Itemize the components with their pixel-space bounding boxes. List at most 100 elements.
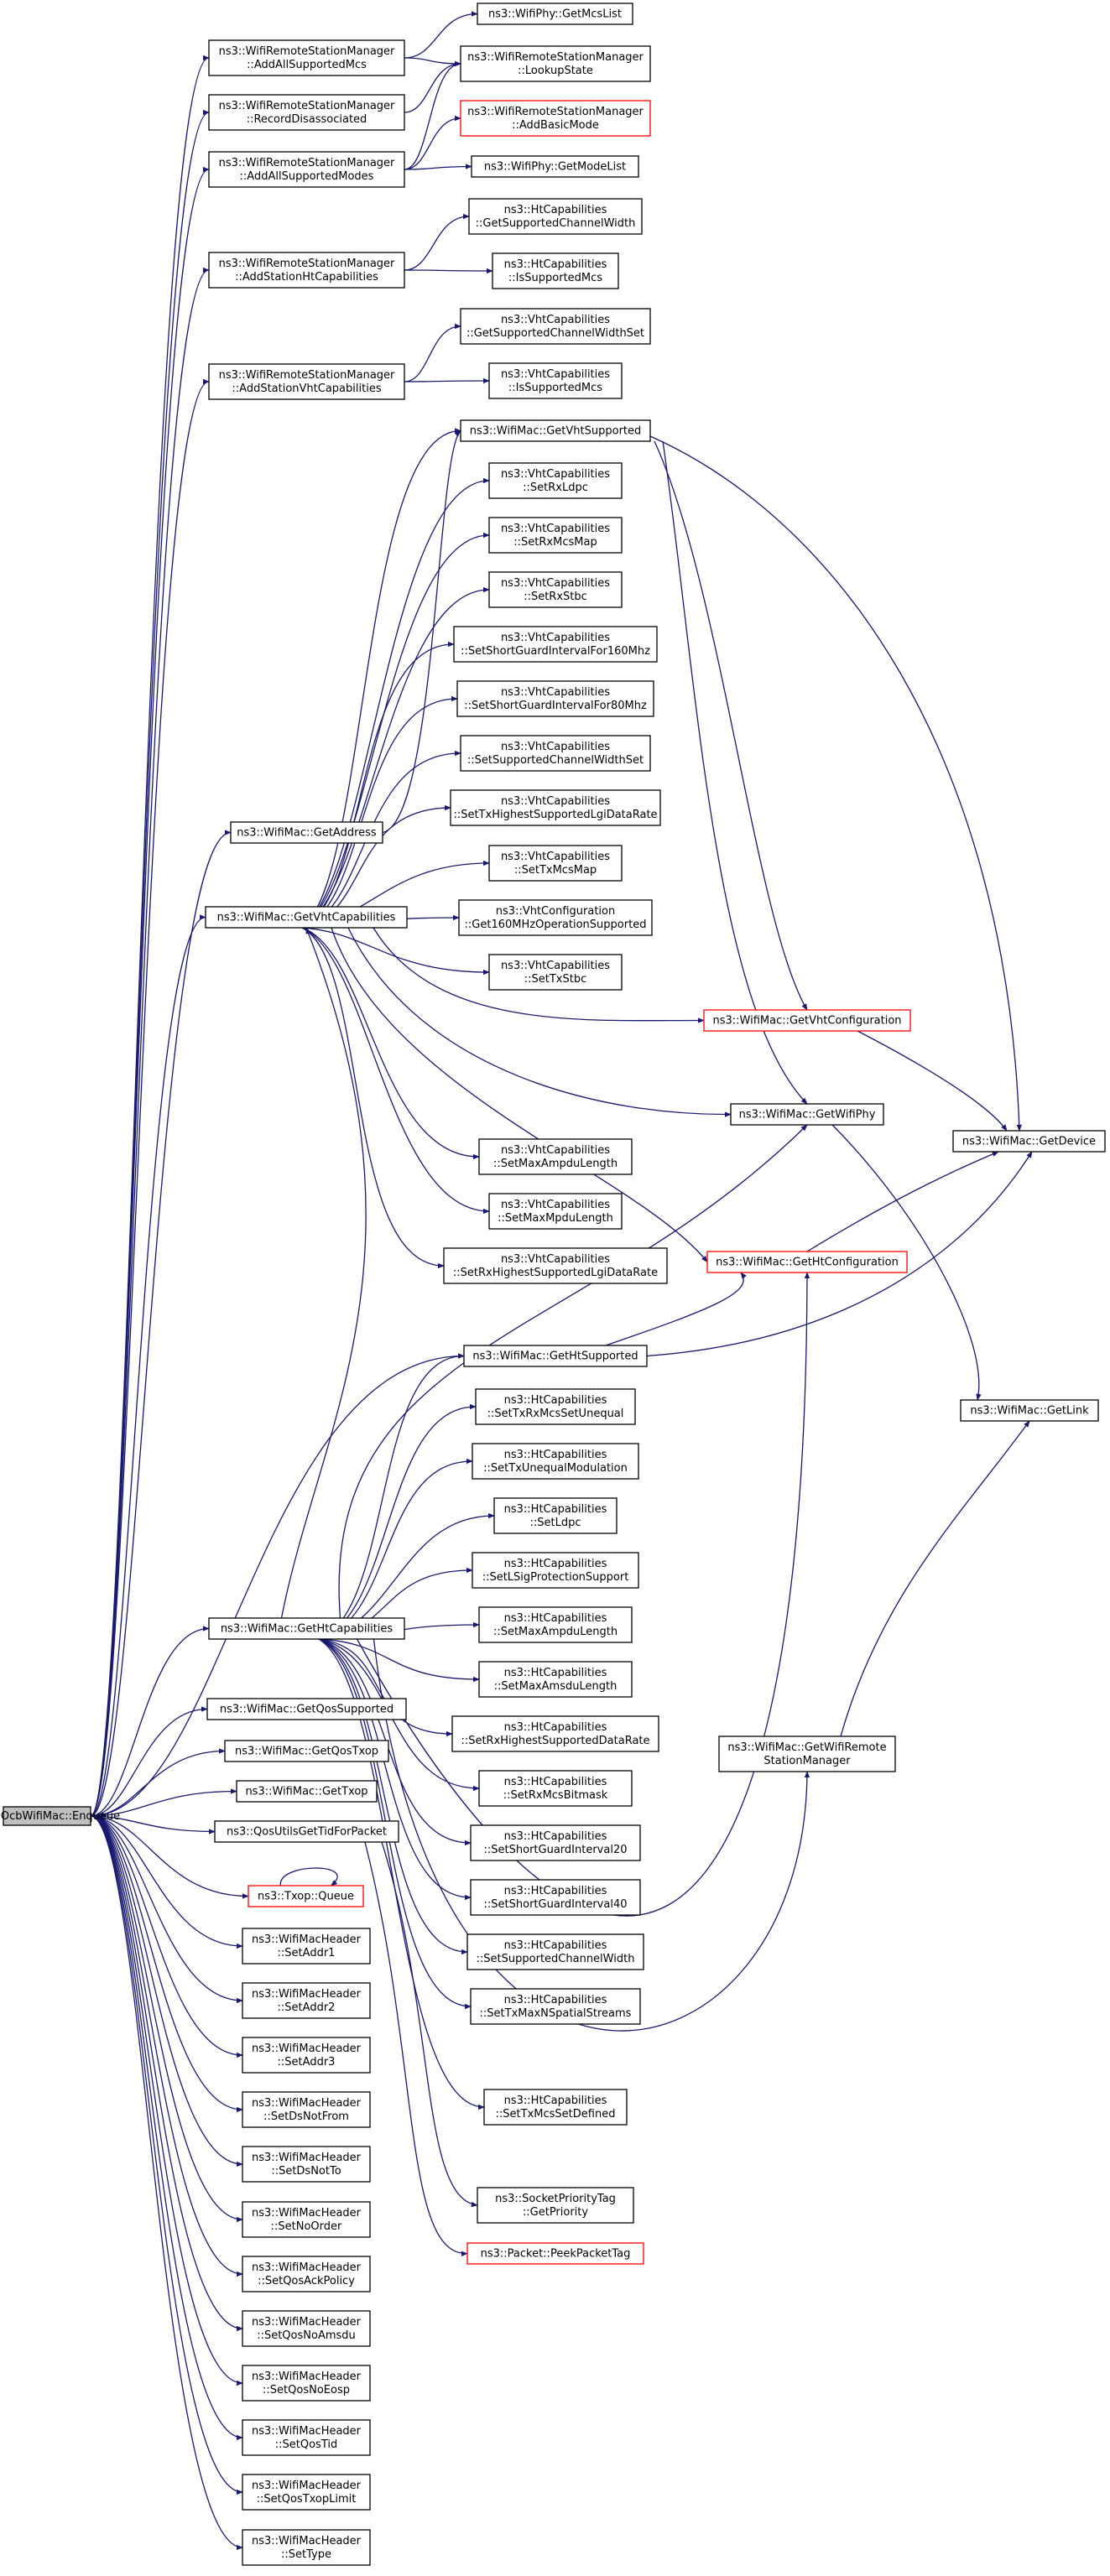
node-hSetTxRxUneq[interactable]: ns3::HtCapabilities::SetTxRxMcsSetUnequa… xyxy=(475,1388,636,1425)
node-qosTid[interactable]: ns3::QosUtilsGetTidForPacket xyxy=(214,1820,399,1843)
node-setQosTid[interactable]: ns3::WifiMacHeader::SetQosTid xyxy=(242,2419,371,2456)
node-getLink[interactable]: ns3::WifiMac::GetLink xyxy=(960,1399,1099,1422)
node-label: ::SetRxHighestSupportedLgiDataRate xyxy=(453,1267,658,1279)
node-hSetMaxAmsdu[interactable]: ns3::HtCapabilities::SetMaxAmsduLength xyxy=(478,1661,633,1698)
node-setDsNotTo[interactable]: ns3::WifiMacHeader::SetDsNotTo xyxy=(242,2146,371,2183)
node-vhtGetSupCw[interactable]: ns3::VhtCapabilities::GetSupportedChanne… xyxy=(460,308,651,345)
node-htIsSupMcs[interactable]: ns3::HtCapabilities::IsSupportedMcs xyxy=(492,252,619,289)
node-setType[interactable]: ns3::WifiMacHeader::SetType xyxy=(242,2529,371,2566)
node-vSetRxLdpc[interactable]: ns3::VhtCapabilities::SetRxLdpc xyxy=(488,462,623,499)
node-setQosAck[interactable]: ns3::WifiMacHeader::SetQosAckPolicy xyxy=(242,2256,371,2292)
node-getVhtCfg[interactable]: ns3::WifiMac::GetVhtConfiguration xyxy=(703,1009,911,1032)
node-setAddr3[interactable]: ns3::WifiMacHeader::SetAddr3 xyxy=(242,2037,371,2074)
node-getHtCaps[interactable]: ns3::WifiMac::GetHtCapabilities xyxy=(208,1617,405,1640)
node-setAddr1[interactable]: ns3::WifiMacHeader::SetAddr1 xyxy=(242,1928,371,1965)
node-vSetRxStbc[interactable]: ns3::VhtCapabilities::SetRxStbc xyxy=(488,571,623,608)
node-getMcsList[interactable]: ns3::WifiPhy::GetMcsList xyxy=(477,3,633,25)
node-htGetSupCw[interactable]: ns3::HtCapabilities::GetSupportedChannel… xyxy=(468,198,643,235)
node-label: ::SetLdpc xyxy=(529,1517,581,1529)
node-vSetSupCw[interactable]: ns3::VhtCapabilities::SetSupportedChanne… xyxy=(460,735,651,772)
node-getWrsm[interactable]: ns3::WifiMac::GetWifiRemoteStationManage… xyxy=(718,1736,896,1772)
node-vSetTxMcsMap[interactable]: ns3::VhtCapabilities::SetTxMcsMap xyxy=(488,845,623,882)
node-vSetRxHigh[interactable]: ns3::VhtCapabilities::SetRxHighestSuppor… xyxy=(443,1247,668,1284)
node-hSetSupCw[interactable]: ns3::HtCapabilities::SetSupportedChannel… xyxy=(466,1933,644,1970)
node-txopQueue[interactable]: ns3::Txop::Queue xyxy=(248,1885,364,1907)
node-getAddress[interactable]: ns3::WifiMac::GetAddress xyxy=(230,821,383,844)
node-addHt[interactable]: ns3::WifiRemoteStationManager::AddStatio… xyxy=(208,252,405,289)
node-label: ns3::VhtCapabilities xyxy=(501,523,610,535)
node-vSetTxHigh[interactable]: ns3::VhtCapabilities::SetTxHighestSuppor… xyxy=(450,789,661,826)
node-hSetTxMcsDef[interactable]: ns3::HtCapabilities::SetTxMcsSetDefined xyxy=(483,2089,628,2126)
node-getVhtCaps[interactable]: ns3::WifiMac::GetVhtCapabilities xyxy=(205,906,408,929)
node-setQosNoAmsdu[interactable]: ns3::WifiMacHeader::SetQosNoAmsdu xyxy=(242,2310,371,2347)
node-setNoOrder[interactable]: ns3::WifiMacHeader::SetNoOrder xyxy=(242,2201,371,2238)
node-hSetSgi20[interactable]: ns3::HtCapabilities::SetShortGuardInterv… xyxy=(470,1824,641,1861)
node-label: ns3::WifiRemoteStationManager xyxy=(467,51,644,64)
node-sockPrio[interactable]: ns3::SocketPriorityTag::GetPriority xyxy=(477,2187,634,2224)
edge-getVhtCaps-to-vSetRxHigh xyxy=(301,927,445,1269)
node-setQosTxop[interactable]: ns3::WifiMacHeader::SetQosTxopLimit xyxy=(242,2474,371,2511)
node-addAllMcs[interactable]: ns3::WifiRemoteStationManager::AddAllSup… xyxy=(208,39,405,76)
edge-root-to-setQosTid xyxy=(90,1815,243,2441)
edge-getWrsm-to-getLink xyxy=(840,1420,1030,1737)
edge-addAllMcs-to-getMcsList xyxy=(404,11,478,59)
node-getQosSup[interactable]: ns3::WifiMac::GetQosSupported xyxy=(206,1698,407,1720)
node-recDis[interactable]: ns3::WifiRemoteStationManager::RecordDis… xyxy=(208,94,405,131)
node-getTxop[interactable]: ns3::WifiMac::GetTxop xyxy=(236,1780,378,1803)
node-getHtCfg[interactable]: ns3::WifiMac::GetHtConfiguration xyxy=(706,1251,908,1273)
node-hSetLSig[interactable]: ns3::HtCapabilities::SetLSigProtectionSu… xyxy=(472,1552,639,1589)
node-label: ::SetShortGuardInterval20 xyxy=(484,1844,628,1856)
node-label: ::SetMaxAmsduLength xyxy=(494,1680,618,1693)
node-setAddr2[interactable]: ns3::WifiMacHeader::SetAddr2 xyxy=(242,1982,371,2019)
node-getQosTxop[interactable]: ns3::WifiMac::GetQosTxop xyxy=(224,1740,389,1762)
node-setQosNoEosp[interactable]: ns3::WifiMacHeader::SetQosNoEosp xyxy=(242,2365,371,2402)
node-vSetTxStbc[interactable]: ns3::VhtCapabilities::SetTxStbc xyxy=(488,954,623,991)
node-box xyxy=(470,1824,641,1861)
node-hSetLdpc[interactable]: ns3::HtCapabilities::SetLdpc xyxy=(493,1497,618,1534)
node-getModeList[interactable]: ns3::WifiPhy::GetModeList xyxy=(471,155,639,178)
node-label: ns3::OcbWifiMac::Enqueue xyxy=(0,1810,120,1823)
node-vSetSgi160[interactable]: ns3::VhtCapabilities::SetShortGuardInter… xyxy=(453,626,658,663)
node-hSetTxUneqMod[interactable]: ns3::HtCapabilities::SetTxUnequalModulat… xyxy=(472,1443,639,1480)
node-box xyxy=(208,363,405,400)
node-getHtSup[interactable]: ns3::WifiMac::GetHtSupported xyxy=(463,1345,648,1367)
node-box xyxy=(478,1606,633,1643)
edge-root-to-getHtSup xyxy=(90,1353,465,1817)
node-label: ::AddBasicMode xyxy=(512,119,599,132)
node-getDevice[interactable]: ns3::WifiMac::GetDevice xyxy=(952,1130,1106,1153)
node-vSetSgi80[interactable]: ns3::VhtCapabilities::SetShortGuardInter… xyxy=(456,680,654,717)
edge-recDis-to-lookupState xyxy=(404,60,461,113)
node-hSetRxMcsBm[interactable]: ns3::HtCapabilities::SetRxMcsBitmask xyxy=(478,1770,633,1807)
node-hSetRxHigh[interactable]: ns3::HtCapabilities::SetRxHighestSupport… xyxy=(451,1715,659,1752)
node-label: ns3::WifiMac::GetQosSupported xyxy=(220,1704,393,1716)
node-label: ::SetTxMcsSetDefined xyxy=(496,2108,616,2121)
node-label: ::SetShortGuardIntervalFor160Mhz xyxy=(461,645,650,658)
node-vSetRxMcsMap[interactable]: ns3::VhtCapabilities::SetRxMcsMap xyxy=(488,517,623,554)
edge-root-to-recDis xyxy=(90,109,210,1817)
node-box xyxy=(242,2365,371,2402)
node-box xyxy=(230,821,383,844)
node-label: ::SetQosAckPolicy xyxy=(258,2275,355,2287)
node-getVhtSup[interactable]: ns3::WifiMac::GetVhtSupported xyxy=(460,419,651,442)
node-addAllModes[interactable]: ns3::WifiRemoteStationManager::AddAllSup… xyxy=(208,151,405,188)
node-label: ::LookupState xyxy=(518,65,593,77)
node-lookupState[interactable]: ns3::WifiRemoteStationManager::LookupSta… xyxy=(460,45,651,82)
node-label: ns3::WifiMacHeader xyxy=(252,2097,362,2110)
edge-root-to-setAddr2 xyxy=(90,1815,243,2004)
node-vhtCfg160[interactable]: ns3::VhtConfiguration::Get160MHzOperatio… xyxy=(458,899,653,936)
node-box xyxy=(242,2091,371,2128)
node-peekTag[interactable]: ns3::Packet::PeekPacketTag xyxy=(466,2242,644,2265)
node-hSetMaxAmpdu[interactable]: ns3::HtCapabilities::SetMaxAmpduLength xyxy=(478,1606,633,1643)
node-addVht[interactable]: ns3::WifiRemoteStationManager::AddStatio… xyxy=(208,363,405,400)
node-addBasicMode[interactable]: ns3::WifiRemoteStationManager::AddBasicM… xyxy=(460,100,651,137)
node-box xyxy=(242,2146,371,2183)
node-vSetMaxAmpdu[interactable]: ns3::VhtCapabilities::SetMaxAmpduLength xyxy=(478,1138,633,1175)
node-vhtIsSupMcs[interactable]: ns3::VhtCapabilities::IsSupportedMcs xyxy=(488,362,623,399)
node-setDsNotFrom[interactable]: ns3::WifiMacHeader::SetDsNotFrom xyxy=(242,2091,371,2128)
node-hSetTxMaxNss[interactable]: ns3::HtCapabilities::SetTxMaxNSpatialStr… xyxy=(470,1988,641,2025)
node-vSetMaxMpdu[interactable]: ns3::VhtCapabilities::SetMaxMpduLength xyxy=(488,1193,623,1230)
node-hSetSgi40[interactable]: ns3::HtCapabilities::SetShortGuardInterv… xyxy=(470,1879,641,1916)
node-root[interactable]: ns3::OcbWifiMac::Enqueue xyxy=(0,1806,120,1826)
node-getWifiPhy[interactable]: ns3::WifiMac::GetWifiPhy xyxy=(730,1103,884,1126)
edge-addHt-to-htIsSupMcs xyxy=(404,268,493,274)
